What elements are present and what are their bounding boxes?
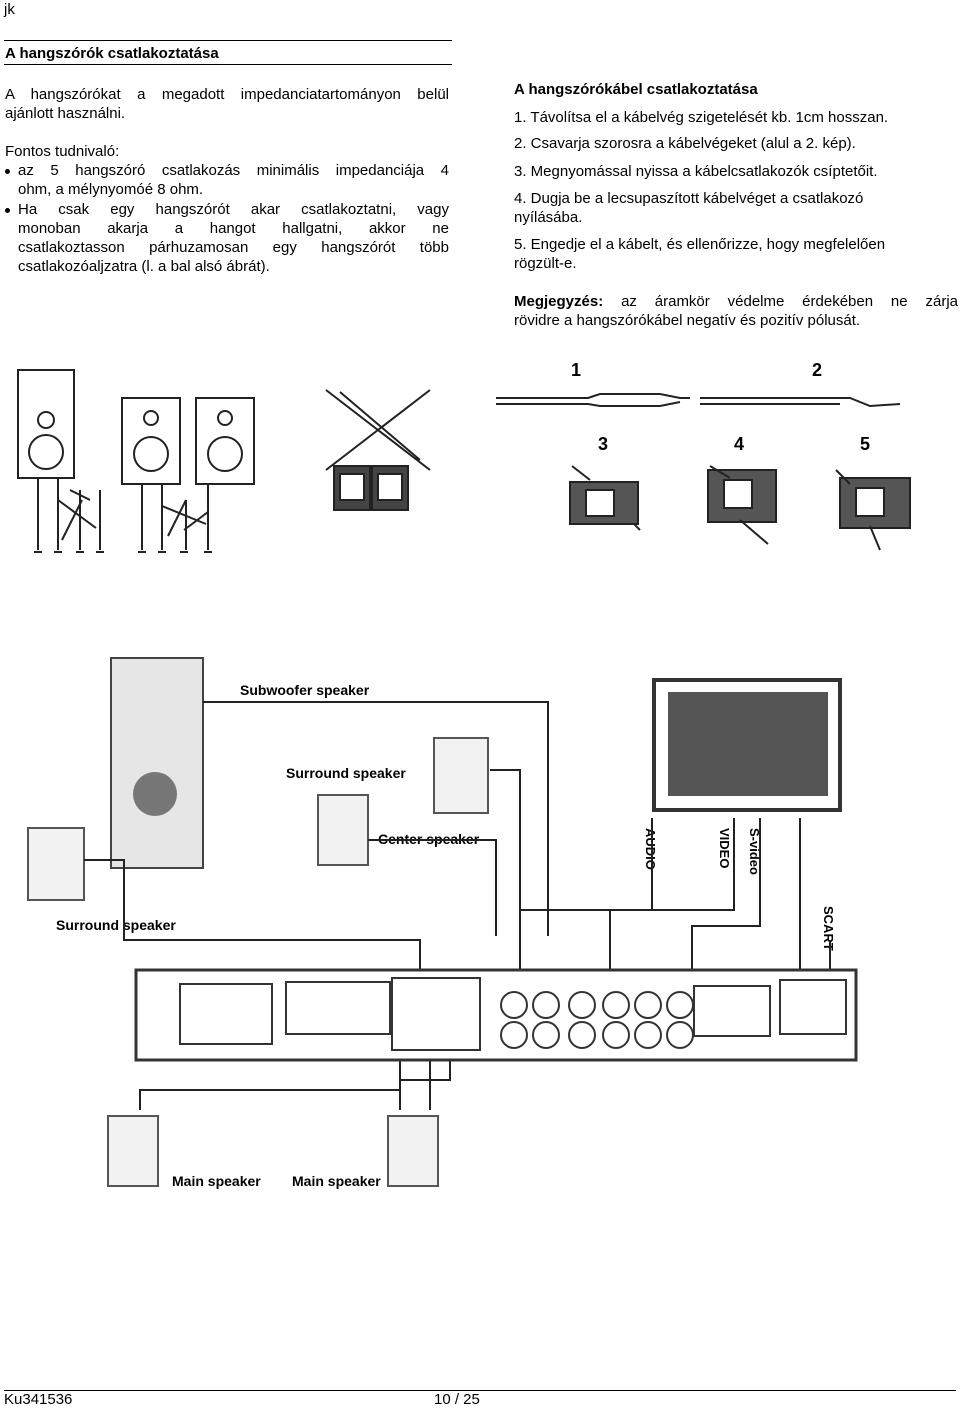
tweeter-3	[217, 410, 233, 426]
step-1: 1. Távolítsa el a kábelvég szigetelését …	[514, 109, 889, 126]
footer-page: 10 / 25	[434, 1391, 480, 1408]
bullet2-line-3: csatlakoztasson párhuzamosan egy hangszó…	[18, 239, 449, 256]
note-text-1: az áramkör védelme érdekében ne zárja	[621, 293, 958, 310]
speaker-box-3	[195, 397, 255, 485]
subwoofer-driver	[133, 772, 177, 816]
tv-screen	[668, 692, 828, 796]
note-line-2: rövidre a hangszórókábel negatív és pozi…	[514, 312, 861, 329]
label-audio: AUDIO	[643, 828, 658, 870]
rca-jacks	[500, 991, 694, 1049]
section-title-left: A hangszórók csatlakoztatása	[5, 45, 219, 62]
woofer-1	[28, 434, 64, 470]
step-4-line-2: nyílásába.	[514, 209, 583, 226]
footer-rule	[4, 1390, 956, 1391]
notice-title: Fontos tudnivaló:	[5, 143, 120, 160]
label-scart: SCART	[821, 906, 836, 951]
tweeter-1	[37, 411, 55, 429]
label-main-left: Main speaker	[172, 1173, 261, 1189]
title-rule	[4, 64, 452, 65]
label-main-right: Main speaker	[292, 1173, 381, 1189]
woofer-2	[133, 436, 169, 472]
label-svideo: S-video	[747, 828, 762, 875]
label-surround-left: Surround speaker	[56, 917, 176, 933]
home-theater-diagram: Subwoofer speaker Surround speaker Cente…	[27, 657, 858, 1189]
receiver-label-plate	[179, 983, 273, 1045]
power-section	[779, 979, 847, 1035]
surround-right-box	[433, 737, 489, 814]
step-3: 3. Megnyomással nyissa a kábelcsatlakozó…	[514, 163, 878, 180]
main-right-box	[387, 1115, 439, 1187]
label-surround-right: Surround speaker	[286, 765, 406, 781]
step-5-line-2: rögzült-e.	[514, 255, 577, 272]
speaker-terminals	[391, 977, 481, 1051]
bullet1-line-2: ohm, a mélynyomóé 8 ohm.	[18, 181, 204, 198]
main-left-box	[107, 1115, 159, 1187]
subwoofer-box	[110, 657, 204, 869]
top-rule	[4, 40, 452, 41]
step-num-3: 3	[598, 434, 608, 454]
scart-port	[693, 985, 771, 1037]
step-num-2: 2	[812, 360, 822, 380]
step-num-5: 5	[860, 434, 870, 454]
intro-line-1: A hangszórókat a megadott impedanciatart…	[5, 86, 449, 103]
section-title-right: A hangszórókábel csatlakoztatása	[514, 81, 758, 98]
bullet1-line-1: az 5 hangszóró csatlakozás minimális imp…	[18, 162, 449, 179]
step-5-line-1: 5. Engedje el a kábelt, és ellenőrizze, …	[514, 236, 886, 253]
bullet-dot-1	[5, 169, 10, 174]
speaker-wiring-figure: 1 2 3 4 5	[17, 360, 911, 553]
note-line-1: Megjegyzés: az áramkör védelme érdekében…	[514, 292, 958, 312]
bullet2-line-2: monoban akarja a hangot hallgatni, akkor…	[18, 220, 449, 237]
center-box	[317, 794, 369, 866]
step-4-line-1: 4. Dugja be a lecsupaszított kábelvéget …	[514, 190, 864, 207]
speaker-box-2	[121, 397, 181, 485]
receiver-info-plate	[285, 981, 391, 1035]
note-label: Megjegyzés:	[514, 293, 604, 310]
step-num-1: 1	[571, 360, 581, 380]
step-2: 2. Csavarja szorosra a kábelvégeket (alu…	[514, 135, 856, 152]
label-video: VIDEO	[717, 828, 732, 868]
woofer-3	[207, 436, 243, 472]
tweeter-2	[143, 410, 159, 426]
bullet2-line-1: Ha csak egy hangszórót akar csatlakoztat…	[18, 201, 449, 218]
surround-left-box	[27, 827, 85, 901]
speaker-box-1	[17, 369, 75, 479]
footer-model: Ku341536	[4, 1391, 73, 1408]
bullet2-line-4: csatlakozóaljzatra (l. a bal alsó ábrát)…	[18, 258, 270, 275]
header-label: jk	[4, 1, 15, 18]
intro-line-2: ajánlott használni.	[5, 105, 126, 122]
bullet-dot-2	[5, 208, 10, 213]
step-num-4: 4	[734, 434, 744, 454]
label-subwoofer: Subwoofer speaker	[240, 682, 370, 698]
